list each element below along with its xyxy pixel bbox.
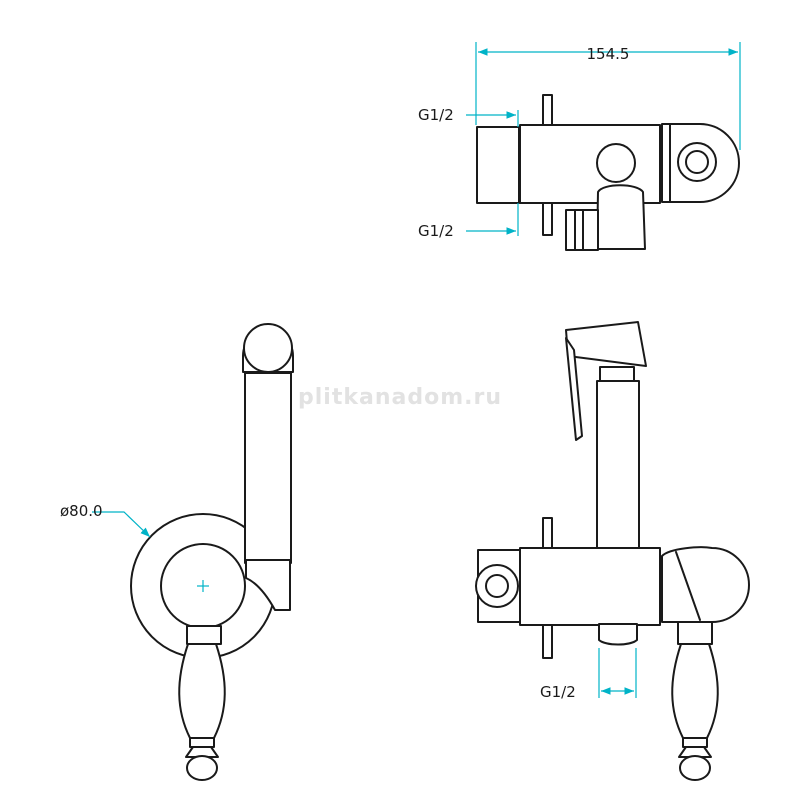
front-view-handle-tube bbox=[244, 372, 292, 564]
side-view-lever-collar bbox=[677, 621, 713, 645]
side-view-bottom-outlet bbox=[598, 623, 638, 646]
front-view-lever-tip bbox=[186, 755, 218, 781]
top-view-back-cap bbox=[476, 126, 520, 204]
side-view-head-cap bbox=[661, 546, 750, 623]
top-view: 154.5 G1/2 G1/2 bbox=[418, 42, 741, 251]
dim-thread-top-lower: G1/2 bbox=[418, 222, 454, 240]
top-view-outlet-ring bbox=[596, 143, 636, 183]
side-view-spray-head bbox=[565, 321, 647, 367]
front-view-head-circle bbox=[243, 323, 293, 373]
dim-thread-side: G1/2 bbox=[540, 683, 576, 701]
side-view-lever-body bbox=[671, 643, 719, 739]
side-view: G1/2 bbox=[475, 321, 750, 781]
dim-thread-top-upper: G1/2 bbox=[418, 106, 454, 124]
side-view-back-ring-inner bbox=[485, 574, 509, 598]
front-view-lever-body bbox=[178, 643, 226, 739]
front-view-lever-base bbox=[185, 746, 219, 758]
top-view-nozzle-ring-inner bbox=[685, 150, 709, 174]
front-view: ø80.0 bbox=[60, 323, 294, 781]
side-view-trigger-lever bbox=[565, 337, 583, 441]
side-view-lever-ring bbox=[682, 737, 708, 748]
side-view-main-body bbox=[519, 547, 661, 626]
front-view-holder-bracket bbox=[245, 559, 291, 611]
side-view-lever-tip bbox=[679, 755, 711, 781]
front-view-lever-ring bbox=[189, 737, 215, 748]
side-view-head-neck bbox=[599, 366, 635, 382]
dim-overall-width: 154.5 bbox=[587, 45, 630, 63]
dim-flange-diameter: ø80.0 bbox=[60, 502, 103, 520]
side-view-lever-base bbox=[678, 746, 712, 758]
top-view-lower-fitting bbox=[596, 184, 646, 250]
side-view-handle-tube bbox=[596, 380, 640, 550]
front-view-lever-collar bbox=[186, 625, 222, 645]
watermark-text: plitkanadom.ru bbox=[298, 385, 502, 410]
